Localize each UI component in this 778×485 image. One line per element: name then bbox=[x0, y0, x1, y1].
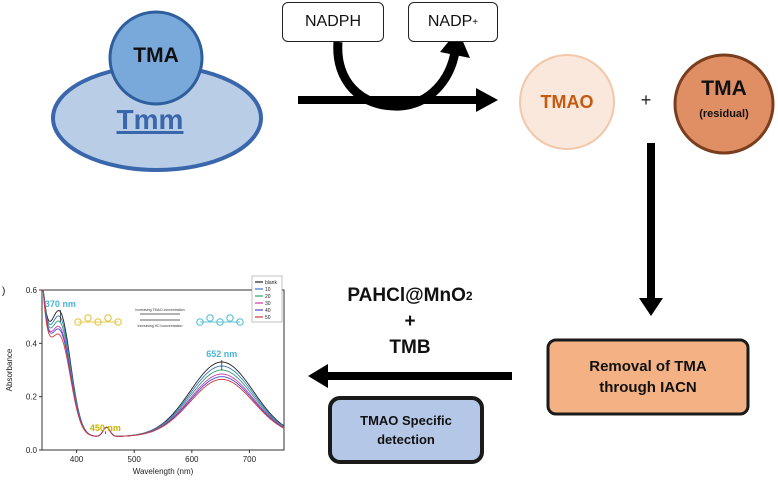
detection-line1: TMAO Specific bbox=[360, 413, 452, 428]
reagent-name: PAHCl@MnO bbox=[347, 285, 466, 306]
reagent-plus: + bbox=[404, 311, 416, 332]
nadph-box: NADPH bbox=[282, 2, 384, 42]
x-axis-label: Wavelength (nm) bbox=[133, 467, 194, 476]
left-arrow-head bbox=[308, 364, 328, 388]
detection-line2: detection bbox=[377, 432, 435, 447]
removal-line2: through IACN bbox=[599, 379, 697, 396]
peak-370-label: 370 nm bbox=[45, 299, 76, 309]
inset-molecule-reduced-ring bbox=[104, 314, 112, 322]
peak-652-label: 652 nm bbox=[206, 349, 237, 359]
tma-residual-sublabel: (residual) bbox=[699, 108, 749, 120]
legend-label: 40 bbox=[265, 308, 271, 314]
legend-label: blank bbox=[265, 280, 277, 286]
inset-arrow-top-label: Increasing TMAO concentration bbox=[135, 308, 184, 312]
peak-450-label: 450 nm bbox=[90, 423, 121, 433]
cofactor-curve-arrow bbox=[333, 41, 460, 111]
reagent-subscript: 2 bbox=[465, 289, 473, 303]
tma-residual-circle bbox=[673, 53, 775, 155]
legend-label: 20 bbox=[265, 294, 271, 300]
nadp-superscript: + bbox=[472, 16, 479, 28]
tmao-product-circle bbox=[519, 54, 615, 150]
legend-label: 10 bbox=[265, 287, 271, 293]
nadp-label: NADP bbox=[427, 13, 473, 30]
nadp-box: NADP+ bbox=[408, 2, 498, 42]
removal-box-rect bbox=[546, 338, 750, 416]
y-tick-label: 0.6 bbox=[26, 286, 38, 295]
x-tick-label: 600 bbox=[185, 455, 199, 464]
tmm-enzyme-label: Tmm bbox=[116, 104, 184, 135]
legend-label: 50 bbox=[265, 315, 271, 321]
inset-arrow-bottom-label: Increasing HCl concentration bbox=[138, 324, 183, 328]
removal-box-text: Removal of TMA through IACN bbox=[548, 348, 748, 406]
x-tick-label: 500 bbox=[128, 455, 142, 464]
cofactor-curve-arrow-head bbox=[440, 30, 470, 58]
reaction-arrow-head bbox=[476, 88, 498, 112]
x-tick-label: 700 bbox=[243, 455, 257, 464]
detection-box-rect bbox=[328, 396, 484, 464]
series-line-50 bbox=[42, 289, 285, 437]
detection-box-text: TMAO Specific detection bbox=[330, 404, 482, 456]
y-axis-label: Absorbance bbox=[5, 348, 14, 391]
y-tick-label: 0.2 bbox=[26, 393, 38, 402]
legend-label: 30 bbox=[265, 301, 271, 307]
inset-molecule-oxidized-ring bbox=[206, 314, 214, 322]
tma-residual-label: TMA bbox=[701, 77, 747, 100]
nadph-label: NADPH bbox=[304, 13, 361, 30]
tma-substrate-label: TMA bbox=[133, 44, 179, 67]
panel-letter: ) bbox=[2, 286, 5, 297]
y-tick-label: 0.4 bbox=[26, 339, 38, 348]
x-tick-label: 400 bbox=[70, 455, 84, 464]
plot-frame bbox=[41, 289, 285, 451]
down-arrow-head bbox=[639, 298, 663, 316]
legend-box bbox=[251, 275, 283, 323]
tma-substrate-circle bbox=[108, 10, 204, 106]
inset-molecule-oxidized-ring bbox=[226, 314, 234, 322]
inset-molecule-reduced-ring bbox=[84, 314, 92, 322]
tmao-label: TMAO bbox=[540, 91, 594, 112]
plus-sign: + bbox=[640, 89, 652, 110]
removal-line1: Removal of TMA bbox=[589, 358, 707, 375]
reagent-tmb: TMB bbox=[389, 337, 431, 358]
y-tick-label: 0.0 bbox=[26, 446, 38, 455]
